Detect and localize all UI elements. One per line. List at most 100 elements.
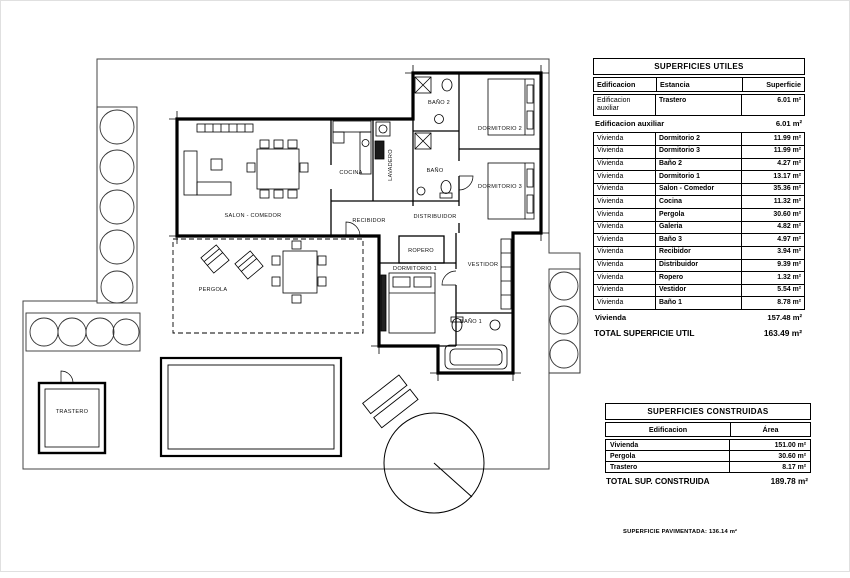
pergola-area xyxy=(172,238,364,334)
room-label-salon: SALON - COMEDOR xyxy=(225,213,282,219)
auxiliar-subtotal-label: Edificacion auxiliar xyxy=(595,119,665,129)
header-superficie: Superficie xyxy=(742,78,804,91)
total-util-value: 163.49 m² xyxy=(763,328,802,338)
vivienda-rows: Vivienda Dormitorio 2 11.99 m² Vivienda … xyxy=(593,132,805,310)
table-row: Vivienda Dormitorio 2 11.99 m² xyxy=(594,133,805,146)
boiler-icon xyxy=(374,140,385,160)
shower-icon xyxy=(414,132,432,150)
steps xyxy=(362,374,419,429)
table-row: Vivienda Recibidor 3.94 m² xyxy=(594,246,805,260)
construidas-rows: Vivienda 151.00 m² Pergola 30.60 m² Tras… xyxy=(605,439,811,473)
side-table-icon xyxy=(210,158,223,171)
tree-icon xyxy=(549,305,579,335)
bed-icon xyxy=(487,162,535,220)
tree-icon xyxy=(57,317,87,347)
table-row: Vivienda Ropero 1.32 m² xyxy=(594,272,805,285)
vivienda-subtotal-row: Vivienda 157.48 m² xyxy=(593,310,805,324)
table-row: Vivienda Dormitorio 3 11.99 m² xyxy=(594,145,805,159)
bath1-fixtures xyxy=(444,316,508,370)
dining-table-icon xyxy=(246,139,309,199)
tree-icon xyxy=(99,189,135,225)
header-area: Área xyxy=(730,423,810,436)
room-label-recibidor: RECIBIDOR xyxy=(352,218,385,224)
floor-plan-drawing: SALON - COMEDOR COCINA LAVADERO BAÑO BAÑ… xyxy=(22,58,581,514)
total-construida-label: TOTAL SUP. CONSTRUIDA xyxy=(606,477,710,486)
tree-icon xyxy=(29,317,59,347)
table-row: Vivienda Salon - Comedor 35.36 m² xyxy=(594,183,805,197)
header-edificacion2: Edificacion xyxy=(648,425,688,434)
sink-icon xyxy=(416,186,426,196)
room-label-dormitorio1: DORMITORIO 1 xyxy=(393,266,437,272)
toilet-icon xyxy=(451,318,463,332)
radiator-icon xyxy=(196,123,254,133)
room-label-vestidor: VESTIDOR xyxy=(468,262,499,268)
tree-icon xyxy=(549,339,579,369)
room-label-dormitorio3: DORMITORIO 3 xyxy=(478,184,522,190)
round-feature xyxy=(383,412,485,514)
table-row: Vivienda Baño 2 4.27 m² xyxy=(594,158,805,172)
table-row: Vivienda Pergola 30.60 m² xyxy=(594,209,805,222)
sink-icon xyxy=(489,319,501,331)
bath-fixtures xyxy=(414,132,453,199)
tree-icon xyxy=(100,270,134,304)
vivienda-subtotal-label: Vivienda xyxy=(595,313,627,322)
bed-icon xyxy=(487,78,535,136)
auxiliar-subtotal-row: Edificacion auxiliar 6.01 m² xyxy=(593,116,805,130)
table-row: Vivienda Vestidor 5.54 m² xyxy=(594,284,805,298)
corner-ticks xyxy=(169,65,549,381)
fridge-icon xyxy=(332,131,345,144)
tree-icon xyxy=(99,229,135,265)
closet-icon xyxy=(500,238,512,310)
outdoor-table-icon xyxy=(271,240,327,304)
tree-icon xyxy=(85,317,115,347)
door-arc xyxy=(60,370,74,384)
superficies-construidas-table: SUPERFICIES CONSTRUIDAS Edificacion Área… xyxy=(605,403,811,489)
table-row: Pergola 30.60 m² xyxy=(606,451,811,462)
room-label-bano2: BAÑO 2 xyxy=(428,99,450,106)
room-label-bano: BAÑO xyxy=(427,167,444,174)
total-construida-value: 189.78 m² xyxy=(770,477,808,486)
pool xyxy=(159,356,343,458)
utiles-title: SUPERFICIES UTILES xyxy=(593,58,805,75)
table-row: Vivienda Baño 1 8.78 m² xyxy=(594,297,805,310)
table-row: Vivienda Dormitorio 1 13.17 m² xyxy=(594,171,805,184)
header-estancia: Estancia xyxy=(656,78,742,91)
lounge-chair-icon xyxy=(200,244,230,274)
room-label-trastero: TRASTERO xyxy=(56,409,89,415)
superficie-pavimentada-note: SUPERFICIE PAVIMENTADA: 136.14 m² xyxy=(623,529,738,535)
left-planting-strip xyxy=(96,106,138,304)
kitchen-counter-icon xyxy=(332,120,372,175)
bottom-planting-strip xyxy=(25,312,141,352)
tree-icon xyxy=(99,109,135,145)
total-construida-row: TOTAL SUP. CONSTRUIDA 189.78 m² xyxy=(605,473,811,489)
room-label-lavadero: LAVADERO xyxy=(388,149,394,181)
bathtub-icon xyxy=(444,344,508,370)
sofa-icon xyxy=(196,181,232,196)
room-label-dormitorio2: DORMITORIO 2 xyxy=(478,126,522,132)
auxiliar-subtotal-value: 6.01 m² xyxy=(775,119,802,129)
room-label-bano1: BAÑO 1 xyxy=(460,318,482,325)
areas-panel: SUPERFICIES UTILES Edificacion Estancia … xyxy=(593,58,823,486)
vivienda-subtotal-value: 157.48 m² xyxy=(767,313,802,322)
bedroom1-furniture xyxy=(380,272,436,334)
room-label-ropero: ROPERO xyxy=(408,248,434,254)
room-label-pergola: PERGOLA xyxy=(199,287,228,293)
table-row: Vivienda 151.00 m² xyxy=(606,440,811,451)
utiles-header-row: Edificacion Estancia Superficie xyxy=(593,77,805,92)
door-arcs xyxy=(345,175,474,286)
table-row: Vivienda Baño 3 4.97 m² xyxy=(594,234,805,247)
auxiliar-rows: Edificacion auxiliar Trastero 6.01 m² xyxy=(593,94,805,117)
interior-walls xyxy=(330,73,541,347)
table-row: Vivienda Distribuidor 9.39 m² xyxy=(594,259,805,273)
bath2-fixtures xyxy=(414,76,453,124)
room-label-distribuidor: DISTRIBUIDOR xyxy=(413,214,456,220)
sofa-icon xyxy=(183,150,198,196)
lounge-chair-icon xyxy=(234,250,264,280)
superficies-utiles-table: SUPERFICIES UTILES Edificacion Estancia … xyxy=(593,58,805,341)
laundry-fixtures xyxy=(374,121,391,160)
wardrobe-icon xyxy=(380,274,387,332)
construidas-title: SUPERFICIES CONSTRUIDAS xyxy=(605,403,811,420)
shower-icon xyxy=(414,76,432,94)
storage-shed xyxy=(37,370,107,455)
